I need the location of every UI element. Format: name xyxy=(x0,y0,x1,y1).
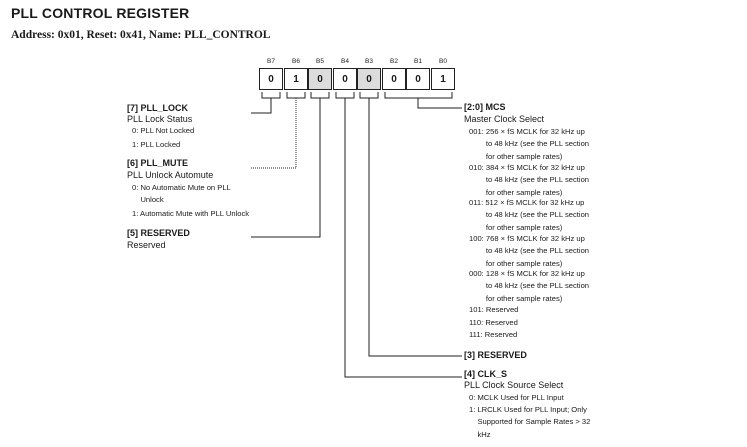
mcs-header: [2:0] MCS xyxy=(464,102,506,112)
bit-label-b2: B2 xyxy=(390,58,398,65)
clk-s-desc: PLL Clock Source Select xyxy=(464,380,564,390)
pll-mute-option-1: 1: Automatic Mute with PLL Unlock xyxy=(132,209,250,218)
bit-value-b4: 0 xyxy=(333,68,357,90)
bit-value-b1: 0 xyxy=(406,68,430,90)
pll-lock-option-1: 1: PLL Locked xyxy=(132,140,181,149)
clk-s-option-1: 1: LRCLK Used for PLL Input; Only Suppor… xyxy=(469,405,591,439)
reserved3-header: [3] RESERVED xyxy=(464,350,527,360)
bit-value-b2: 0 xyxy=(382,68,406,90)
mcs-option-011: 011: 512 × fS MCLK for 32 kHz up to 48 k… xyxy=(469,198,590,232)
bit-label-b5: B5 xyxy=(316,58,324,65)
bit-value-b0: 1 xyxy=(431,68,455,90)
mcs-option-000: 000: 128 × fS MCLK for 32 kHz up to 48 k… xyxy=(469,269,590,303)
bit-value-b7: 0 xyxy=(259,68,283,90)
pll-mute-header: [6] PLL_MUTE xyxy=(127,158,189,168)
bit-label-b6: B6 xyxy=(292,58,300,65)
mcs-option-110: 110: Reserved xyxy=(469,318,518,327)
register-address-line: Address: 0x01, Reset: 0x41, Name: PLL_CO… xyxy=(11,29,271,41)
pll-lock-desc: PLL Lock Status xyxy=(127,114,193,124)
pll-mute-option-0: 0: No Automatic Mute on PLL Unlock xyxy=(132,183,231,205)
mcs-option-010: 010: 384 × fS MCLK for 32 kHz up to 48 k… xyxy=(469,163,590,197)
reserved5-header: [5] RESERVED xyxy=(127,228,190,238)
bit-value-b6: 1 xyxy=(284,68,308,90)
page-title: PLL CONTROL REGISTER xyxy=(11,5,190,21)
mcs-desc: Master Clock Select xyxy=(464,114,545,124)
mcs-option-101: 101: Reserved xyxy=(469,305,519,314)
bit-label-b0: B0 xyxy=(439,58,447,65)
clk-s-option-0: 0: MCLK Used for PLL Input xyxy=(469,393,564,402)
pll-lock-option-0: 0: PLL Not Locked xyxy=(132,126,195,135)
pll-lock-header: [7] PLL_LOCK xyxy=(127,103,189,113)
bit-label-b1: B1 xyxy=(414,58,422,65)
bit-value-b5: 0 xyxy=(308,68,332,90)
mcs-option-111: 111: Reserved xyxy=(469,330,518,339)
pll-mute-desc: PLL Unlock Automute xyxy=(127,170,214,180)
mcs-option-001: 001: 256 × fS MCLK for 32 kHz up to 48 k… xyxy=(469,127,590,161)
clk-s-header: [4] CLK_S xyxy=(464,369,508,379)
bit-label-b3: B3 xyxy=(365,58,373,65)
bit-value-b3: 0 xyxy=(357,68,381,90)
mcs-option-100: 100: 768 × fS MCLK for 32 kHz up to 48 k… xyxy=(469,234,590,268)
reserved5-desc: Reserved xyxy=(127,240,166,250)
bit-label-b7: B7 xyxy=(267,58,275,65)
bit-label-b4: B4 xyxy=(341,58,349,65)
